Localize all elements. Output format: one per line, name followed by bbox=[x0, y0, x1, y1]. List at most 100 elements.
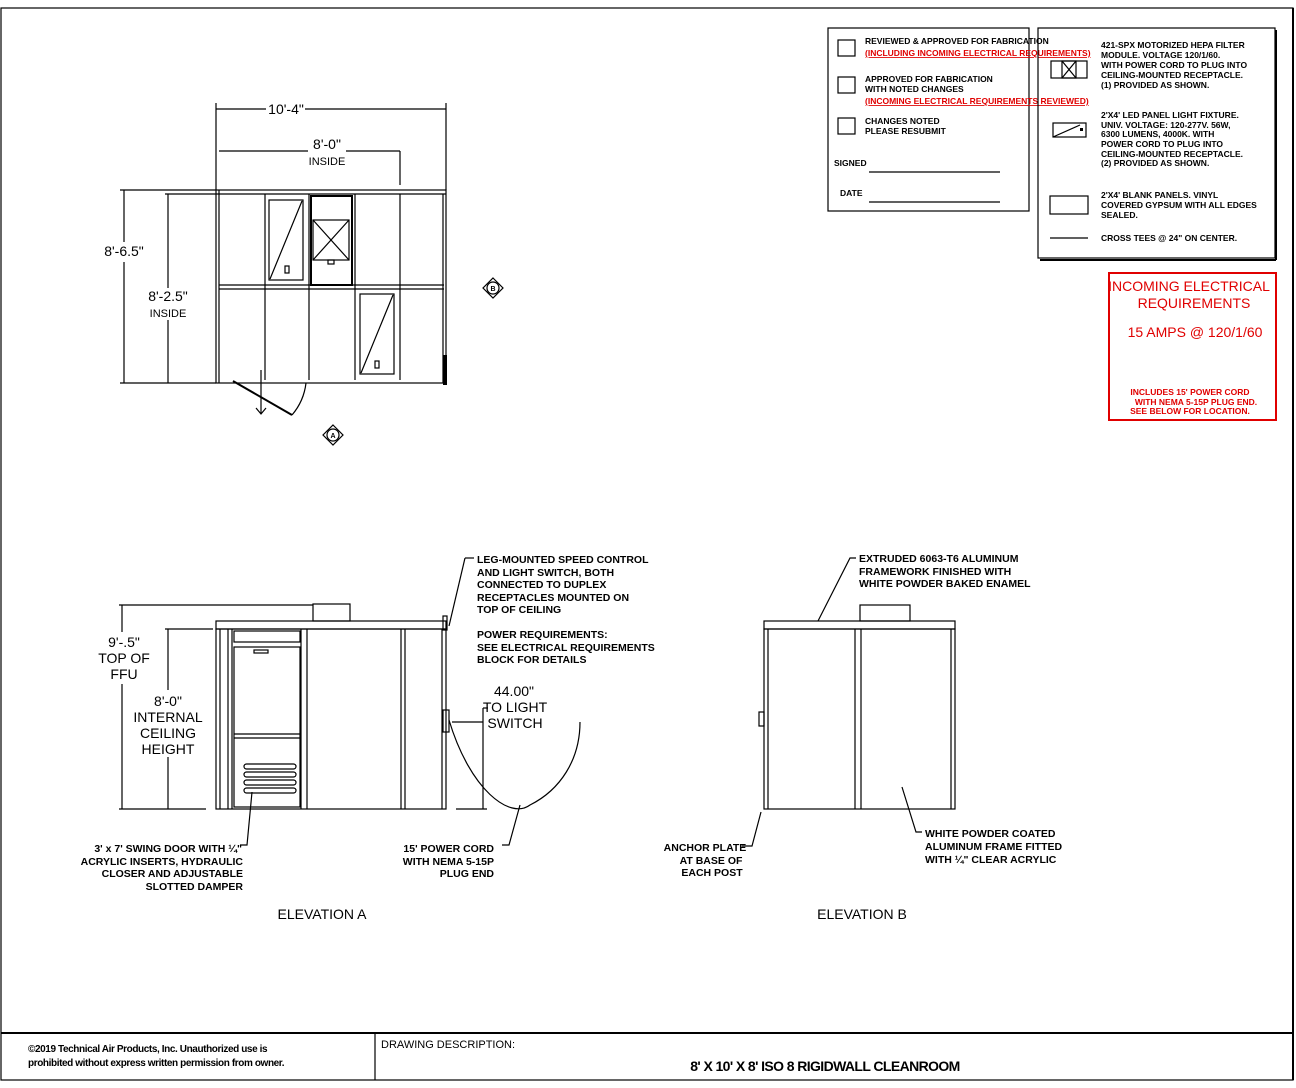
led-light-fixture-icon bbox=[359, 293, 395, 375]
approval-red-note-1: (INCLUDING INCOMING ELECTRICAL REQUIREME… bbox=[865, 48, 1091, 58]
annotation-text: CONNECTED TO DUPLEX bbox=[477, 579, 606, 591]
drawing-shape bbox=[482, 277, 504, 299]
annotation-text: TO LIGHT bbox=[483, 699, 548, 715]
annotation-text: 15 AMPS @ 120/1/60 bbox=[1128, 324, 1263, 340]
led-light-fixture-icon bbox=[1052, 122, 1087, 138]
drawing-shape bbox=[310, 195, 353, 286]
annotation-text: FRAMEWORK FINISHED WITH bbox=[859, 566, 1011, 578]
annotation-text: INCLUDES 15' POWER CORD bbox=[1130, 387, 1249, 397]
drawing-shape bbox=[827, 27, 1030, 212]
annotation-text: INSIDE bbox=[309, 156, 346, 168]
annotation-text: WITH POWER CORD TO PLUG INTO bbox=[1101, 60, 1247, 70]
drawing-shape bbox=[215, 628, 447, 810]
date-label: DATE bbox=[840, 188, 863, 198]
hepa-filter-icon bbox=[310, 195, 353, 286]
annotation-text: CLOSER AND ADJUSTABLE bbox=[102, 868, 243, 880]
hepa-filter-icon bbox=[1050, 60, 1088, 79]
annotation-text: 2'X4' BLANK PANELS. VINYL bbox=[1101, 190, 1218, 200]
annotation-text: UNIV. VOLTAGE: 120-277V. 56W, bbox=[1101, 120, 1230, 130]
annotation-text: AND LIGHT SWITCH, BOTH bbox=[477, 567, 614, 579]
section-marker-a[interactable]: A bbox=[322, 424, 344, 446]
annotation-text: SWITCH bbox=[487, 715, 542, 731]
annotation-text: WITH NEMA 5-15P bbox=[403, 856, 494, 868]
annotation-text: 44.00" bbox=[494, 683, 534, 699]
annotation-text: B bbox=[490, 286, 495, 293]
ffu-unit bbox=[859, 604, 911, 622]
annotation-text: 6300 LUMENS, 4000K. WITH bbox=[1101, 129, 1214, 139]
approval-option-1: REVIEWED & APPROVED FOR FABRICATION bbox=[865, 36, 1049, 46]
annotation-text: 421-SPX MOTORIZED HEPA FILTER bbox=[1101, 40, 1245, 50]
door-swing-icon bbox=[232, 370, 307, 416]
drawing-shape bbox=[1108, 272, 1277, 421]
drawing-shape bbox=[243, 771, 297, 778]
drawing-description-label: DRAWING DESCRIPTION: bbox=[381, 1039, 515, 1051]
drawing-shape bbox=[442, 615, 448, 631]
drawing-line bbox=[240, 791, 253, 846]
drawing-line bbox=[817, 557, 856, 622]
drawing-line bbox=[1061, 60, 1077, 79]
drawing-line bbox=[901, 786, 922, 833]
annotation-text: PLUG END bbox=[440, 868, 495, 880]
drawing-shape bbox=[1061, 60, 1077, 79]
inside-depth-dim: 8'-2.5" bbox=[148, 288, 188, 304]
approval-option-2-line2: WITH NOTED CHANGES bbox=[865, 84, 964, 94]
title-block: ©2019 Technical Air Products, Inc. Unaut… bbox=[1, 1032, 1293, 1080]
annotation-text: HEIGHT bbox=[142, 741, 195, 757]
annotation-text: 2'X4' LED PANEL LIGHT FIXTURE. bbox=[1101, 110, 1239, 120]
drawing-shape bbox=[359, 293, 395, 375]
power-cord bbox=[448, 719, 581, 810]
overall-width-dim: 10'-4" bbox=[268, 101, 304, 117]
drawing-shape bbox=[758, 711, 765, 727]
electrical-requirements-block: INCOMING ELECTRICAL REQUIREMENTS 15 AMPS… bbox=[1108, 272, 1277, 421]
plan-view: 10'-4" 8'-0" INSIDE 8'-6.5" 8'-2.5" INSI… bbox=[104, 101, 504, 446]
annotation-text: WITH ¼" CLEAR ACRYLIC bbox=[925, 854, 1057, 866]
approval-option-3: CHANGES NOTED bbox=[865, 116, 940, 126]
annotation-text: CEILING-MOUNTED RECEPTACLE. bbox=[1101, 70, 1243, 80]
drawing-line bbox=[742, 811, 762, 847]
swing-door bbox=[233, 630, 301, 808]
copyright-notice: ©2019 Technical Air Products, Inc. Unaut… bbox=[28, 1044, 268, 1055]
annotation-text: LEG-MOUNTED SPEED CONTROL bbox=[477, 554, 649, 566]
annotation-text: INCOMING ELECTRICAL bbox=[1108, 278, 1270, 294]
annotation-text: INSIDE bbox=[150, 308, 187, 320]
annotation-text: WHITE POWDER BAKED ENAMEL bbox=[859, 578, 1031, 590]
inside-width-dim: 8'-0" bbox=[313, 136, 341, 152]
drawing-shape bbox=[215, 620, 447, 630]
drawing-line bbox=[448, 557, 466, 627]
annotation-text: (1) PROVIDED AS SHOWN. bbox=[1101, 80, 1209, 90]
copyright-notice-line2: prohibited without express written permi… bbox=[28, 1058, 285, 1069]
drawing-shape bbox=[327, 259, 335, 265]
annotation-text: FFU bbox=[110, 666, 137, 682]
drawing-line bbox=[232, 380, 293, 416]
annotation-text: WITH NEMA 5-15P PLUG END. bbox=[1135, 397, 1257, 407]
drawing-shape bbox=[326, 428, 340, 442]
annotation-text: ANCHOR PLATE bbox=[664, 842, 747, 854]
drawing-shape bbox=[284, 265, 290, 274]
sheet-border bbox=[0, 7, 1294, 1081]
approval-checkbox-3[interactable] bbox=[837, 117, 856, 135]
annotation-text: CEILING bbox=[140, 725, 196, 741]
blank-panel-icon bbox=[1049, 195, 1089, 215]
annotation-text: 15' POWER CORD bbox=[403, 843, 494, 855]
signed-label: SIGNED bbox=[834, 158, 867, 168]
approval-checkbox-2[interactable] bbox=[837, 76, 856, 94]
drawing-shape bbox=[486, 281, 500, 295]
annotation-text: CEILING-MOUNTED RECEPTACLE. bbox=[1101, 149, 1243, 159]
ffu-unit bbox=[312, 603, 351, 622]
drawing-shape bbox=[763, 620, 956, 630]
annotation-text: CROSS TEES @ 24" ON CENTER. bbox=[1101, 233, 1237, 243]
drawing-shape bbox=[243, 763, 297, 770]
drawing-shape bbox=[1080, 128, 1083, 131]
legend-block: 421-SPX MOTORIZED HEPA FILTER MODULE. VO… bbox=[1037, 27, 1277, 261]
drawing-line bbox=[312, 219, 350, 261]
approval-checkbox-1[interactable] bbox=[837, 39, 856, 57]
section-marker-b[interactable]: B bbox=[482, 277, 504, 299]
drawing-shape bbox=[243, 787, 297, 794]
annotation-text: MODULE. VOLTAGE 120/1/60. bbox=[1101, 50, 1220, 60]
annotation-text: EXTRUDED 6063-T6 ALUMINUM bbox=[859, 553, 1019, 565]
annotation-text: 9'-.5" bbox=[108, 634, 140, 650]
annotation-text: COVERED GYPSUM WITH ALL EDGES bbox=[1101, 200, 1257, 210]
annotation-text: INTERNAL bbox=[133, 709, 202, 725]
drawing-shape bbox=[253, 649, 269, 654]
